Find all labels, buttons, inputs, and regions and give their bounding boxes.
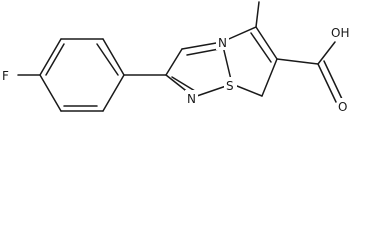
atom-label-hydroxyl: OH xyxy=(331,26,349,40)
ring-bond-4 xyxy=(102,74,125,112)
imidazole-bond-1 xyxy=(165,48,183,76)
bond-ring-carboxyl xyxy=(276,58,319,65)
fluorophenyl-ring xyxy=(17,38,125,112)
imidazole-bond-2 xyxy=(181,41,223,50)
ring-bond-3 xyxy=(102,38,125,76)
atom-label-carbonyl-oxygen: O xyxy=(338,100,347,114)
atom-label-nitrogen-imidazole: N xyxy=(187,92,196,106)
ring-double-bond-1 xyxy=(45,43,65,76)
imidazole-double-bond-2 xyxy=(171,76,196,92)
carboxylic-acid-group xyxy=(276,41,343,103)
bond-carbonyl-2 xyxy=(323,60,343,100)
thiazole-bond-3 xyxy=(261,58,278,97)
bond-carbonyl-1 xyxy=(317,63,337,103)
atom-label-nitrogen-bridge: N xyxy=(218,36,227,50)
atom-labels: F N N S OH O xyxy=(1,24,352,114)
imidazole-ring xyxy=(165,41,233,98)
bond-carboxyl-oh xyxy=(317,41,336,65)
chemical-structure: F N N S OH O xyxy=(1,1,352,114)
imidazole-double-bond-1 xyxy=(186,48,220,56)
ring-bond-6 xyxy=(39,74,62,112)
thiazole-double-bond xyxy=(250,32,272,63)
ring-double-bond-2 xyxy=(96,43,119,76)
atom-label-sulfur: S xyxy=(226,79,234,93)
thiazole-bond-2 xyxy=(255,26,278,60)
atom-label-fluorine: F xyxy=(2,69,9,83)
ring-bond-1 xyxy=(39,38,62,76)
bond-methyl xyxy=(255,1,260,28)
